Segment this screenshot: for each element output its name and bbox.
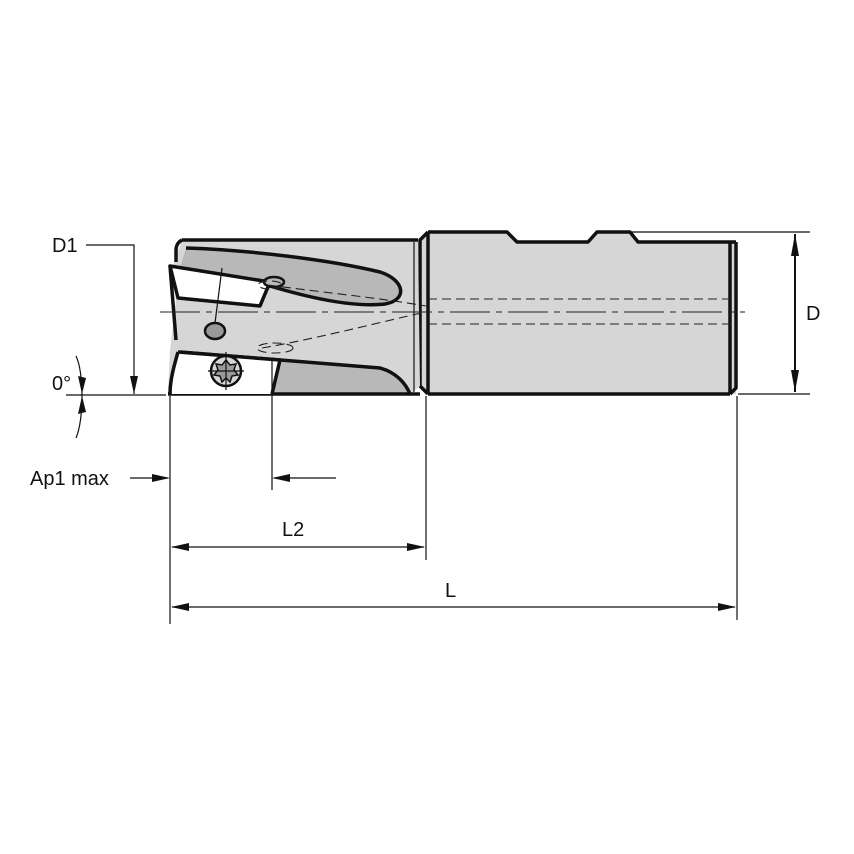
dimension-D: D xyxy=(632,231,820,395)
dimension-L2: L2 xyxy=(171,396,427,560)
screw-hole-icon xyxy=(203,321,227,341)
dimension-angle: 0° xyxy=(52,355,86,439)
torx-screw-icon xyxy=(208,352,244,390)
coolant-channels xyxy=(256,280,736,354)
label-angle: 0° xyxy=(52,373,71,395)
label-L: L xyxy=(445,580,456,602)
label-D: D xyxy=(806,303,820,325)
dimension-L: L xyxy=(171,396,738,620)
shank xyxy=(418,230,738,396)
label-Ap1-max: Ap1 max xyxy=(30,468,109,490)
dimension-D1: D1 xyxy=(52,235,166,396)
label-L2: L2 xyxy=(282,519,304,541)
label-D1: D1 xyxy=(52,235,78,257)
dimension-Ap1-max: Ap1 max xyxy=(30,360,336,624)
insert-top xyxy=(168,264,286,341)
